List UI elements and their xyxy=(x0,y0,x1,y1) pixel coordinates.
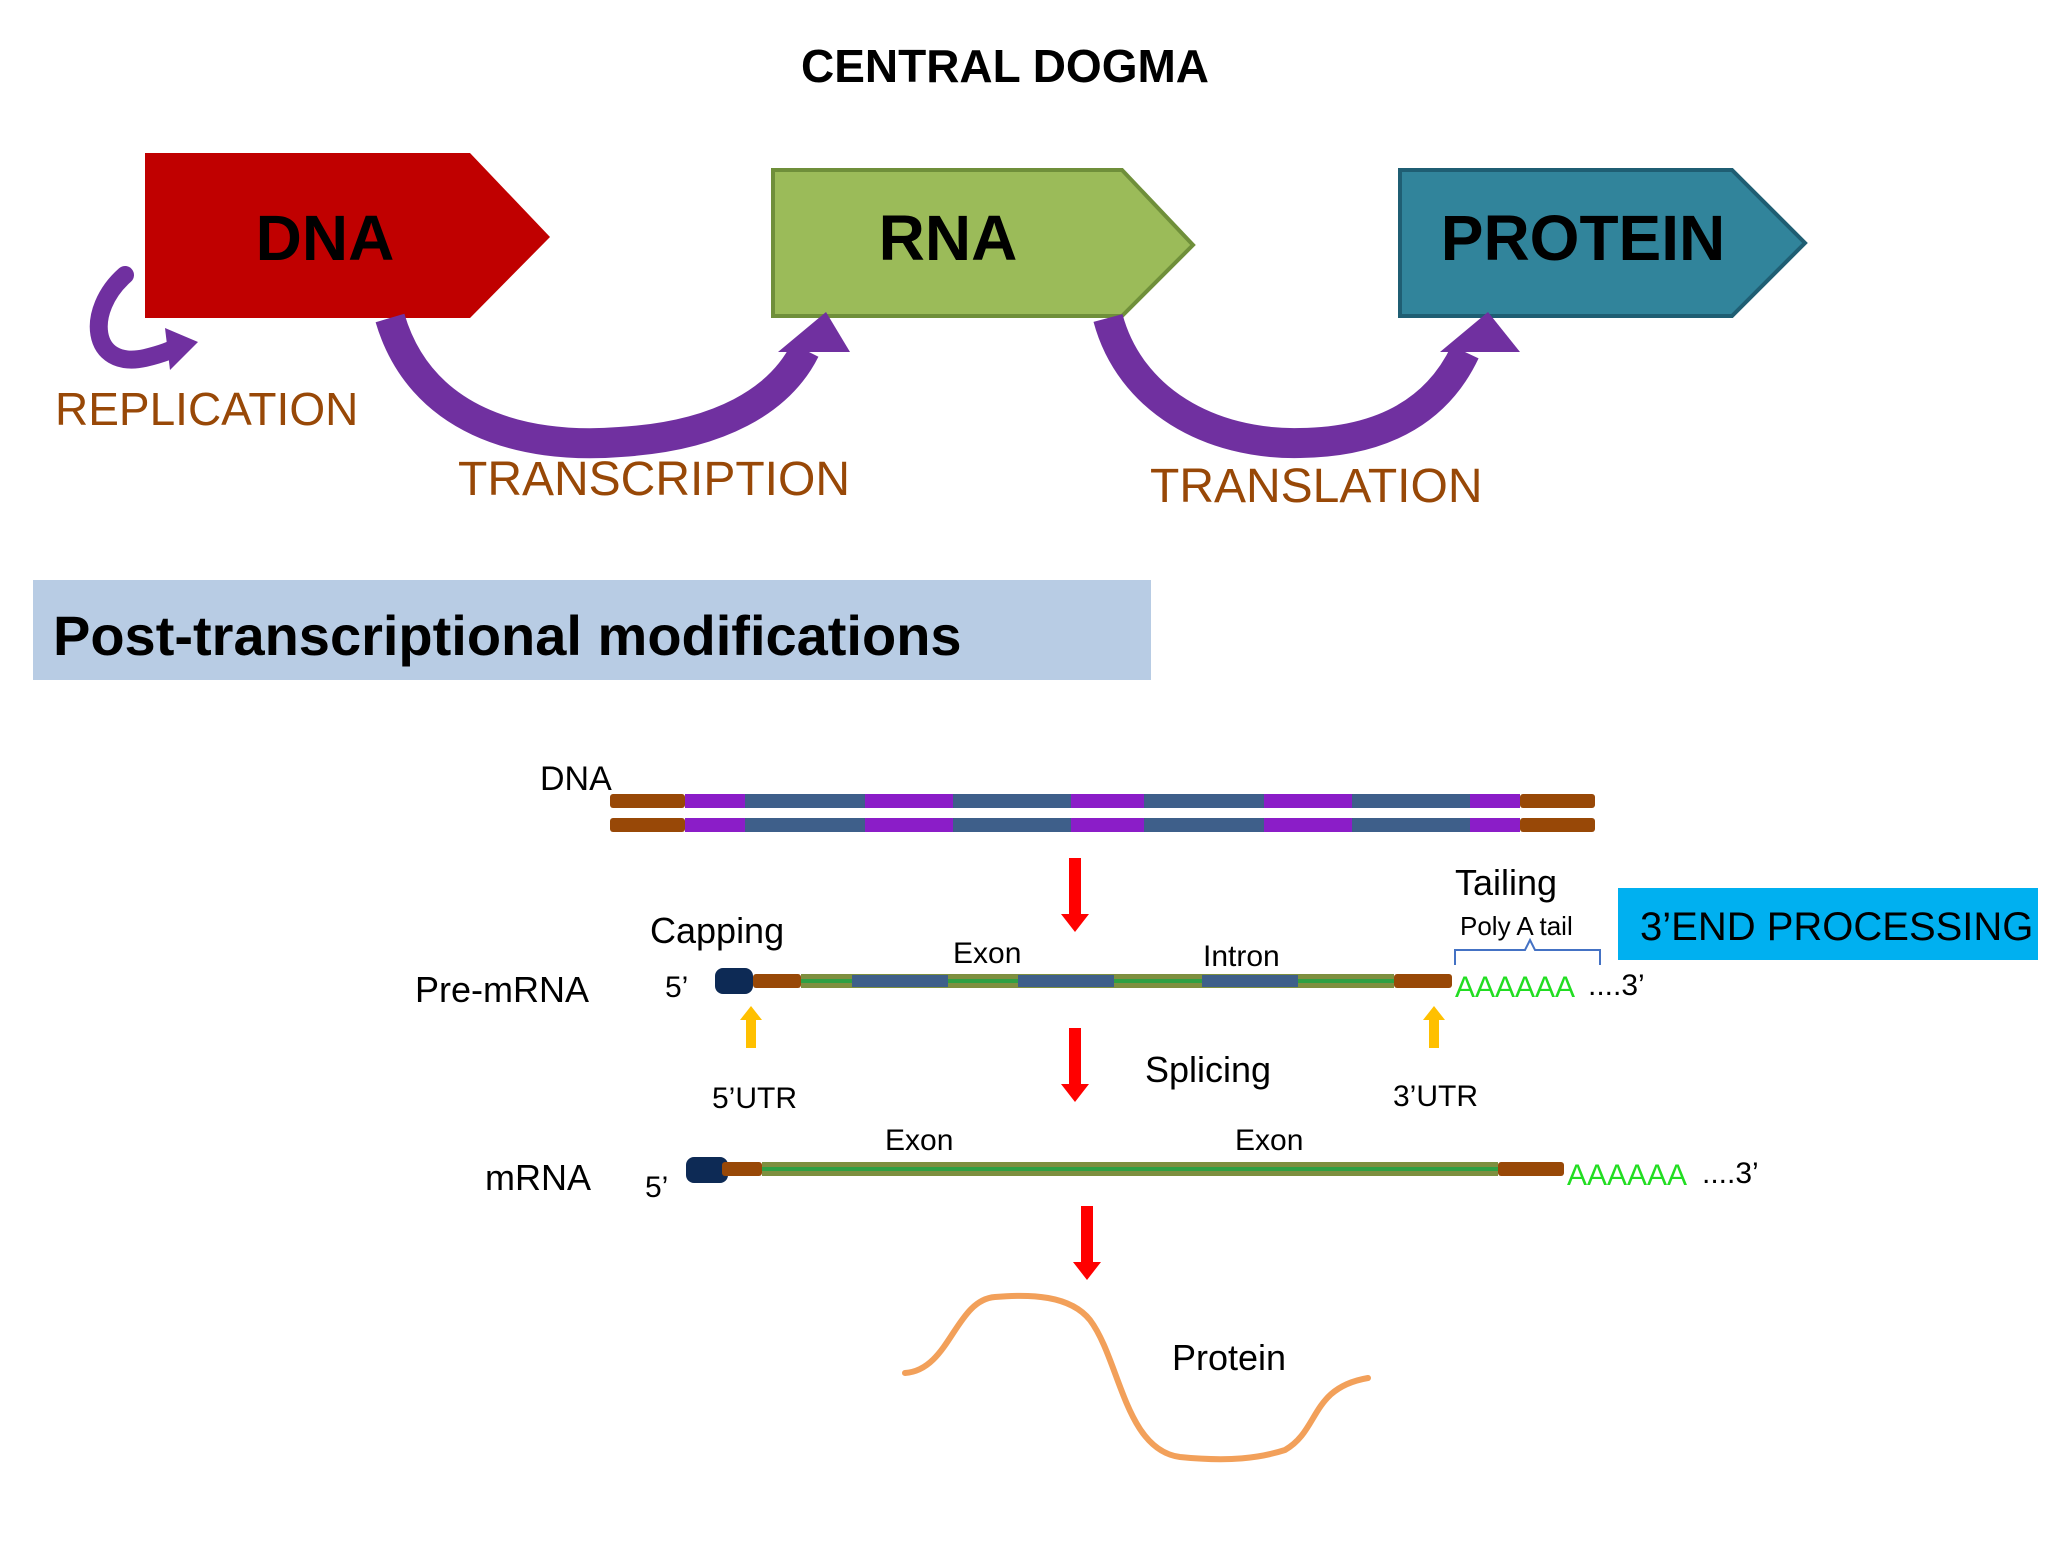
utr-arrow-3 xyxy=(1423,1006,1445,1048)
splicing-label: Splicing xyxy=(1145,1049,1271,1090)
intron-label: Intron xyxy=(1203,940,1280,973)
exon-label-pre: Exon xyxy=(953,937,1021,970)
mrna-strand xyxy=(686,1157,1564,1183)
transcription-label: TRANSCRIPTION xyxy=(458,453,850,506)
poly-a-m: AAAAAA xyxy=(1567,1159,1687,1192)
dna-double-strand xyxy=(610,794,1595,832)
capping-label: Capping xyxy=(650,910,784,951)
exon-label-m2: Exon xyxy=(1235,1124,1303,1157)
section-title: Post-transcriptional modifications xyxy=(53,604,962,667)
mrna-label: mRNA xyxy=(485,1157,591,1198)
poly-a-pre: AAAAAA xyxy=(1455,971,1575,1004)
protein-box-label: PROTEIN xyxy=(1441,202,1725,274)
pre-mrna-strand xyxy=(715,968,1452,994)
section-header-bg xyxy=(33,580,1151,680)
exon-label-m1: Exon xyxy=(885,1124,953,1157)
five-utr-label: 5’UTR xyxy=(712,1082,797,1115)
dna-strand-label: DNA xyxy=(540,760,612,798)
protein-curve xyxy=(902,1292,1371,1463)
dna-box xyxy=(145,153,550,318)
transcription-arrow xyxy=(375,313,819,459)
dna-box-label: DNA xyxy=(256,202,395,274)
step-arrow-1 xyxy=(1061,858,1089,932)
step-arrow-2 xyxy=(1061,1028,1089,1102)
rna-box xyxy=(771,168,1196,318)
rna-box-label: RNA xyxy=(879,202,1018,274)
five-prime-label-m: 5’ xyxy=(645,1171,668,1204)
translation-arrow xyxy=(1093,313,1479,459)
end-processing-label: 3’END PROCESSING xyxy=(1640,905,2033,949)
three-utr-label: 3’UTR xyxy=(1393,1080,1478,1113)
three-prime-label-pre: ....3’ xyxy=(1588,969,1645,1002)
poly-a-bracket xyxy=(1454,937,1601,965)
three-prime-label-m: ....3’ xyxy=(1702,1157,1759,1190)
protein-label: Protein xyxy=(1172,1337,1286,1378)
replication-arrowhead xyxy=(165,328,198,370)
protein-box xyxy=(1398,168,1808,318)
poly-a-tail-label: Poly A tail xyxy=(1460,911,1573,941)
page-title: CENTRAL DOGMA xyxy=(801,40,1209,92)
replication-label: REPLICATION xyxy=(55,383,358,435)
translation-arrowhead xyxy=(1440,312,1520,352)
pre-mrna-label: Pre-mRNA xyxy=(415,969,589,1010)
utr-arrow-5 xyxy=(740,1006,762,1048)
transcription-arrowhead xyxy=(778,312,850,352)
five-prime-label-pre: 5’ xyxy=(665,971,688,1004)
end-processing-box xyxy=(1618,888,2038,960)
tailing-label: Tailing xyxy=(1455,862,1557,903)
translation-label: TRANSLATION xyxy=(1150,460,1482,513)
step-arrow-3 xyxy=(1073,1206,1101,1280)
